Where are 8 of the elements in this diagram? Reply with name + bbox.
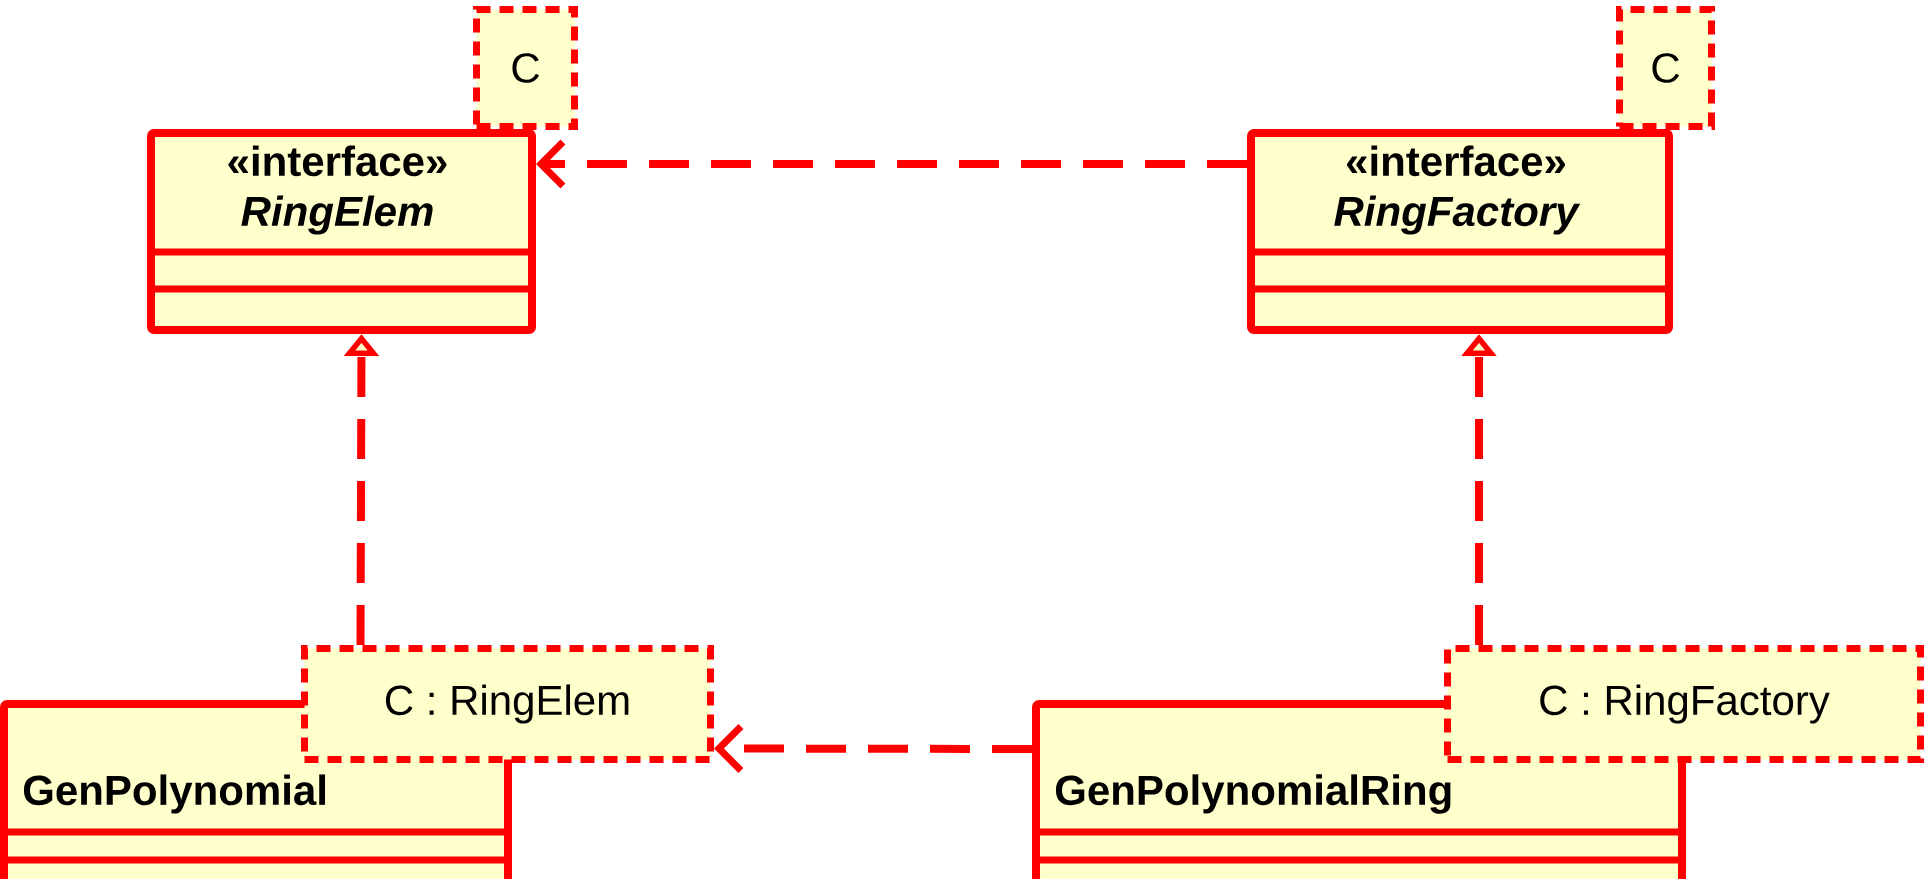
class-box: «interface» RingElem — [147, 129, 536, 334]
template-parameter-box: C — [1616, 6, 1715, 130]
template-parameter-box: C : RingFactory — [1444, 645, 1924, 763]
template-parameter-box: C — [473, 6, 578, 130]
template-parameter-box: C : RingElem — [301, 645, 714, 763]
class-box: «interface» RingFactory — [1247, 129, 1673, 334]
dependency-arrow — [536, 139, 1247, 189]
dependency-arrow — [714, 724, 1033, 774]
